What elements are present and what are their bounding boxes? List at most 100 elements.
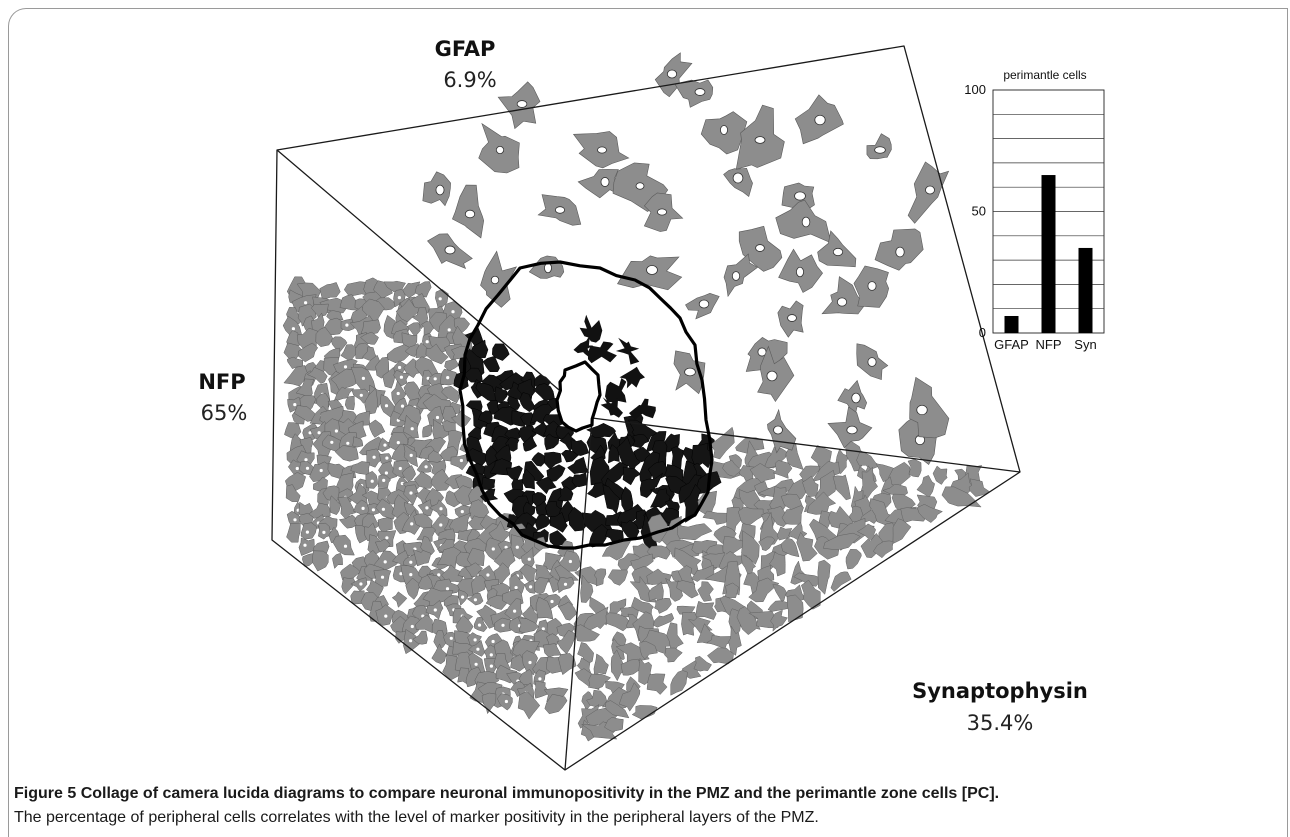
cell-nucleus xyxy=(766,370,778,382)
nfp-cell xyxy=(382,366,396,389)
nfp-cell xyxy=(496,693,513,711)
cell-nucleus xyxy=(541,627,545,631)
cell-nucleus xyxy=(435,415,440,420)
cell-nucleus xyxy=(527,557,531,561)
nfp-cell xyxy=(286,522,301,543)
cell-nucleus xyxy=(473,638,477,642)
cell-nucleus xyxy=(381,507,385,511)
synaptophysin-cell xyxy=(845,549,862,570)
synaptophysin-cell xyxy=(817,559,831,595)
synaptophysin-cell xyxy=(769,486,789,515)
synaptophysin-cell xyxy=(741,553,756,576)
nfp-cell xyxy=(300,522,317,540)
synaptophysin-cell xyxy=(759,511,780,546)
nfp-cell xyxy=(467,515,486,531)
cell-nucleus xyxy=(400,404,405,408)
synaptophysin-cell xyxy=(663,647,683,663)
cell-nucleus xyxy=(409,639,413,643)
synaptophysin-cell xyxy=(605,612,629,632)
synaptophysin-cell xyxy=(580,574,594,603)
synaptophysin-cell xyxy=(770,609,788,632)
cell-nucleus xyxy=(874,146,886,154)
nfp-cell xyxy=(427,405,445,427)
cell-nucleus xyxy=(334,429,338,433)
nfp-cell xyxy=(374,539,391,553)
cell-nucleus xyxy=(399,572,403,576)
pmz-cell xyxy=(544,433,560,451)
synaptophysin-cell xyxy=(697,581,714,602)
nfp-cell xyxy=(466,547,485,567)
synaptophysin-cell xyxy=(594,568,607,587)
cell-nucleus xyxy=(495,145,505,155)
synaptophysin-cell xyxy=(776,526,793,541)
cell-nucleus xyxy=(486,573,490,577)
cell-nucleus xyxy=(371,508,375,512)
bar-nfp xyxy=(1041,175,1056,333)
cell-nucleus xyxy=(359,393,363,397)
pmz-cell xyxy=(521,468,535,490)
nfp-cell xyxy=(420,535,435,556)
synaptophysin-cell xyxy=(666,622,684,654)
pmz-cell xyxy=(535,476,557,495)
cell-nucleus xyxy=(851,392,861,404)
cell-nucleus xyxy=(385,536,389,540)
nfp-cell xyxy=(391,591,408,608)
cell-nucleus xyxy=(489,653,493,657)
synaptophysin-cell xyxy=(916,475,935,498)
cell-nucleus xyxy=(846,425,858,435)
cell-nucleus xyxy=(409,573,413,577)
y-tick-label: 100 xyxy=(964,82,986,97)
pmz-cell xyxy=(479,476,496,490)
synaptophysin-cell xyxy=(769,551,786,577)
cell-nucleus xyxy=(425,506,429,510)
nfp-percent: 65% xyxy=(201,401,248,425)
synaptophysin-cell xyxy=(646,673,668,695)
cell-nucleus xyxy=(814,114,826,126)
synaptophysin-cell xyxy=(587,673,612,690)
nfp-cell xyxy=(334,445,359,462)
synaptophysin-cell xyxy=(830,571,852,592)
cell-nucleus xyxy=(568,559,573,564)
nfp-cell xyxy=(558,601,578,621)
cell-nucleus xyxy=(305,530,309,534)
cell-nucleus xyxy=(409,453,413,457)
cell-nucleus xyxy=(796,266,804,278)
cell-nucleus xyxy=(330,440,334,444)
cell-nucleus xyxy=(409,491,413,495)
cell-nucleus xyxy=(382,478,386,482)
synaptophysin-cell xyxy=(654,597,672,614)
caption-text: The percentage of peripheral cells corre… xyxy=(14,809,819,826)
synaptophysin-cell xyxy=(916,504,943,523)
synaptophysin-cell xyxy=(618,682,641,712)
nfp-cell xyxy=(344,395,355,410)
gfap-percent: 6.9% xyxy=(443,68,496,92)
pmz-cell xyxy=(557,486,574,502)
synaptophysin-cell xyxy=(968,478,991,497)
panel-dividers xyxy=(271,45,1021,771)
pmz-cell xyxy=(475,382,499,404)
cell-nucleus xyxy=(657,208,667,216)
pmz-cell xyxy=(632,434,650,449)
nfp-cell xyxy=(519,564,538,585)
nfp-cell xyxy=(316,392,330,413)
nfp-cell xyxy=(298,537,315,556)
pmz-cell xyxy=(494,386,508,404)
nfp-cell xyxy=(534,577,550,595)
cell-nucleus xyxy=(451,310,455,314)
cell-drawings xyxy=(282,52,991,742)
cell-nucleus xyxy=(538,677,542,681)
nfp-label: NFP xyxy=(198,370,245,394)
synaptophysin-cell xyxy=(586,689,607,708)
nfp-cell xyxy=(429,499,448,518)
cell-nucleus xyxy=(473,598,477,602)
synaptophysin-cell xyxy=(695,600,717,620)
synaptophysin-cell xyxy=(892,518,912,544)
nfp-cell xyxy=(436,546,462,569)
synaptophysin-cell xyxy=(780,537,800,558)
pmz-star-cell xyxy=(573,334,594,360)
synaptophysin-cell xyxy=(907,458,922,478)
cell-nucleus xyxy=(513,609,517,613)
synaptophysin-label: Synaptophysin xyxy=(912,679,1088,703)
pmz-cell xyxy=(489,458,512,476)
cell-nucleus xyxy=(794,191,806,201)
